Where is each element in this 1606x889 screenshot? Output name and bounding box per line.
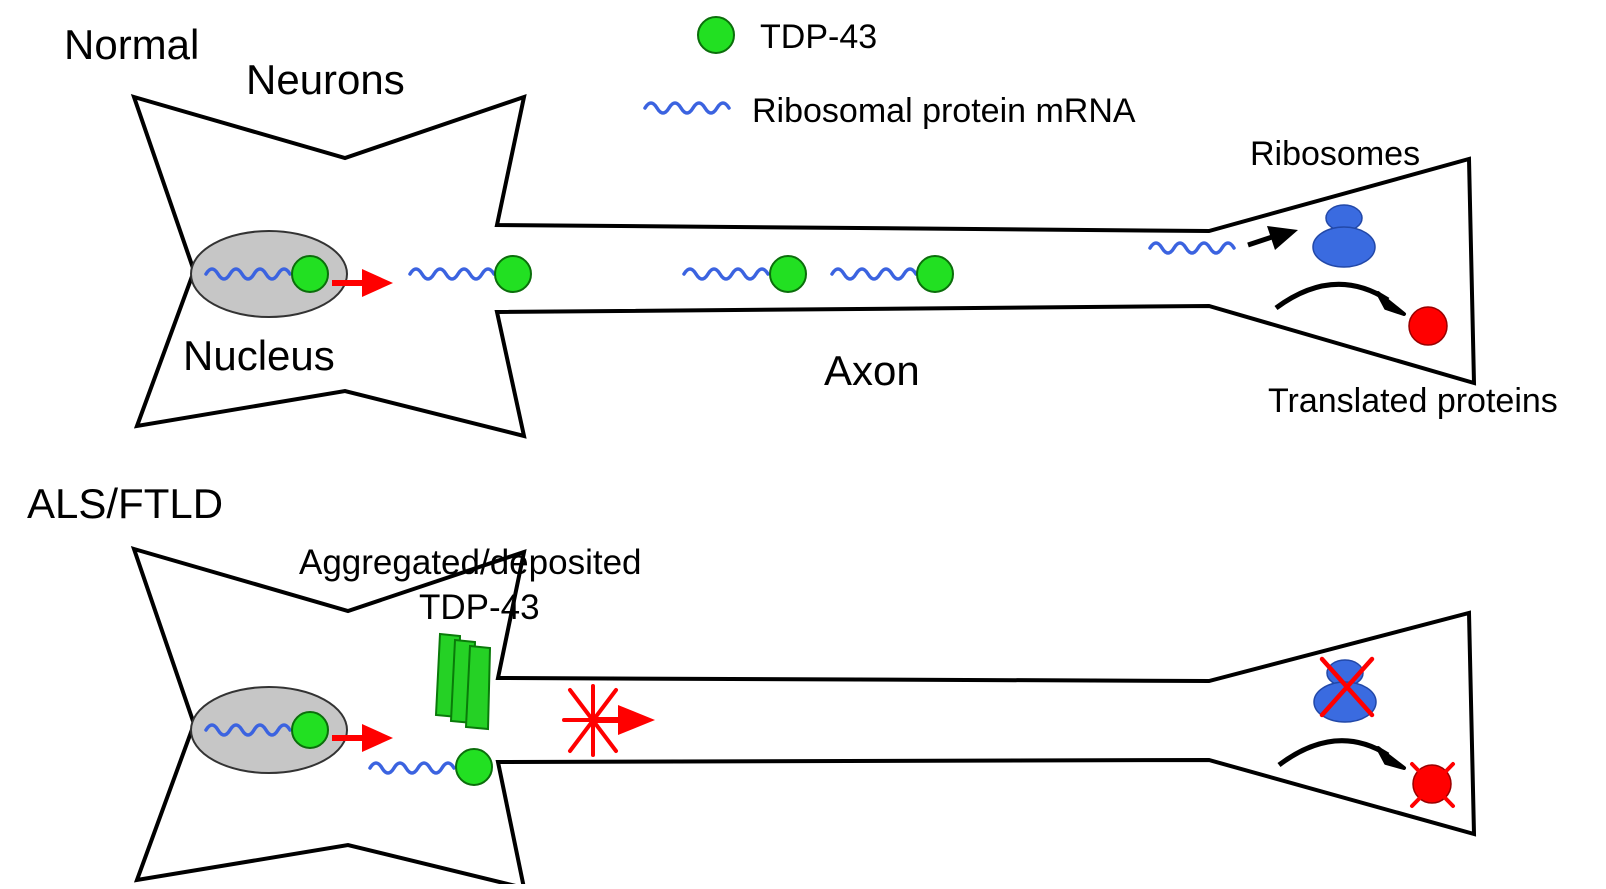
nucleus-label: Nucleus [183, 332, 335, 379]
neurons-label: Neurons [246, 56, 405, 103]
aggregated-tdp43-icon [434, 632, 492, 731]
transport-block-cross-icon [562, 684, 624, 757]
aggregate-label-line2: TDP-43 [419, 588, 540, 627]
protein-blocked-icon [1410, 762, 1455, 808]
ribosome-normal-icon [1312, 204, 1376, 268]
mrna-in-nucleus-als-icon [204, 723, 292, 737]
mrna-in-nucleus-normal-icon [204, 267, 292, 281]
translation-curve-normal-icon [1274, 281, 1390, 311]
legend-mrna-label: Ribosomal protein mRNA [752, 92, 1136, 130]
tdp43-in-nucleus-normal-icon [291, 255, 329, 293]
export-arrowhead-normal-icon [362, 269, 393, 297]
translated-proteins-label: Translated proteins [1268, 382, 1558, 420]
mrna-stalled-icon [368, 761, 456, 775]
tdp43-stalled-icon [455, 748, 493, 786]
tdp43-in-nucleus-als-icon [291, 711, 329, 749]
export-arrowhead-als-icon [362, 724, 393, 752]
ribosomes-label: Ribosomes [1250, 135, 1420, 173]
neuron-outline-als [130, 546, 1477, 889]
mrna-terminal-normal-icon [1148, 241, 1236, 255]
ribosome-arrow-shaft-icon [1247, 234, 1273, 248]
tdp43-complex-2-icon [769, 255, 807, 293]
translation-curve-als-icon [1277, 738, 1390, 767]
translation-arrowhead-als-icon [1376, 746, 1406, 770]
mrna-complex-3-icon [830, 267, 918, 281]
ribosome-arrowhead-icon [1267, 226, 1298, 250]
normal-condition-label: Normal [64, 21, 199, 68]
axon-label: Axon [824, 347, 920, 394]
mrna-complex-2-icon [682, 267, 770, 281]
tdp43-complex-1-icon [494, 255, 532, 293]
translated-protein-icon [1408, 306, 1448, 346]
legend: TDP-43 Ribosomal protein mRNA [643, 16, 1136, 130]
legend-mrna-icon [643, 101, 731, 115]
als-condition-label: ALS/FTLD [27, 480, 223, 527]
translation-arrowhead-normal-icon [1376, 291, 1406, 316]
aggregate-label-line1: Aggregated/deposited [299, 543, 642, 582]
ribosome-blocked-icon [1313, 656, 1377, 723]
legend-tdp43-label: TDP-43 [760, 18, 877, 56]
normal-panel: Normal Neurons Nucleus Axon Ribosomes Tr… [64, 21, 1558, 439]
mrna-complex-1-icon [408, 267, 496, 281]
blocked-transport-arrowhead-icon [618, 705, 655, 735]
nucleus-als [190, 686, 348, 774]
legend-tdp43-icon [697, 16, 735, 54]
tdp43-complex-3-icon [916, 255, 954, 293]
neuron-outline-normal [130, 93, 1477, 439]
als-panel: ALS/FTLD Aggregated/deposited TDP-43 [27, 480, 1477, 889]
nucleus-normal [190, 230, 348, 318]
